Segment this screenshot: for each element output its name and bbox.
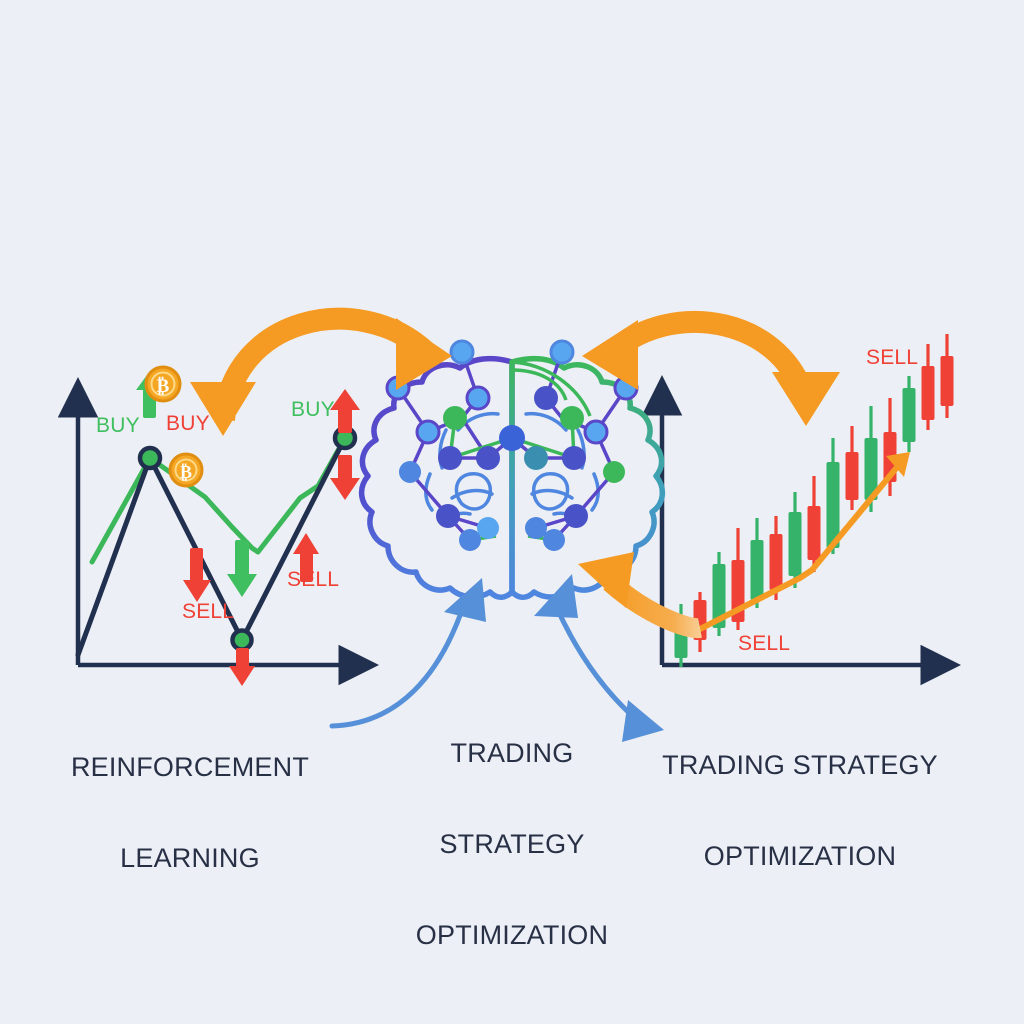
candle-body (769, 534, 783, 590)
left-chart-signal-line (89, 435, 348, 565)
candle-body (921, 366, 935, 420)
left-chart-label-buy-2: BUY (166, 412, 210, 435)
right-chart-label-sell-1: SELL (866, 346, 919, 369)
left-chart-axes (57, 377, 379, 686)
caption-trading-strategy-optimization-right: TRADING STRATEGY OPTIMIZATION (660, 690, 940, 902)
arrow-down-red-peak2 (330, 455, 360, 500)
candle-body (750, 540, 764, 600)
caption-reinforcement-learning: REINFORCEMENT LEARNING (40, 692, 340, 904)
arrow-up-red-right (293, 533, 319, 582)
caption-line: TRADING STRATEGY (662, 750, 938, 781)
left-chart-label-buy-3: BUY (291, 398, 335, 421)
candle-body (807, 506, 821, 560)
arrow-up-red-peak2 (330, 389, 360, 433)
caption-trading-strategy-optimization-center: TRADING STRATEGY OPTIMIZATION (392, 678, 632, 980)
candle-body (845, 452, 859, 500)
right-chart-label-sell-2: SELL (738, 632, 791, 655)
caption-line: LEARNING (120, 843, 260, 874)
arrow-down-red-left (183, 548, 211, 602)
svg-text:₿: ₿ (180, 462, 192, 482)
caption-line: TRADING (450, 738, 574, 769)
orange-arc-bottom (578, 552, 702, 639)
candle-body (902, 388, 916, 442)
caption-line: OPTIMIZATION (703, 841, 897, 872)
orange-arc-left (190, 307, 452, 436)
orange-arc-right (582, 310, 840, 426)
caption-line: STRATEGY (439, 829, 585, 860)
arrow-down-green-mid (227, 540, 257, 597)
bitcoin-coin-1: ₿ (144, 365, 182, 403)
caption-line: OPTIMIZATION (415, 919, 609, 950)
bitcoin-coin-2: ₿ (168, 452, 204, 488)
candle-body (826, 462, 840, 548)
left-chart-label-buy-1: BUY (96, 414, 140, 437)
candle-body (788, 512, 802, 576)
arrow-down-red-trough (229, 648, 255, 686)
blue-arc-right (534, 574, 664, 742)
left-chart-label-sell-1: SELL (182, 600, 235, 623)
caption-line: REINFORCEMENT (70, 752, 310, 783)
left-chart-label-sell-2: SELL (287, 568, 340, 591)
blue-arc-left (329, 578, 486, 729)
candle-body (712, 564, 726, 628)
candle-body (864, 438, 878, 500)
candle-body (940, 356, 954, 406)
svg-text:₿: ₿ (157, 376, 170, 397)
left-chart-group: ₿ ₿ (57, 365, 379, 686)
right-chart-trend-line (697, 452, 910, 632)
